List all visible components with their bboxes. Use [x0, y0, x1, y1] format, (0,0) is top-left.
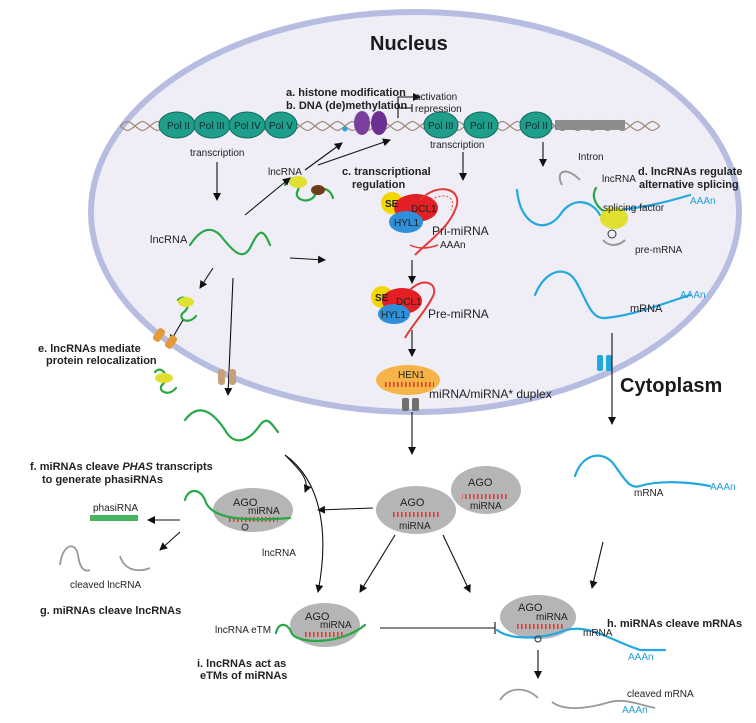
- ago-etm-complex: AGO miRNA: [274, 603, 367, 647]
- svg-text:AGO: AGO: [400, 497, 425, 509]
- pre-mirna-complex: SE DCL1 HYL1: [371, 281, 436, 339]
- label-splicing-1: d. lncRNAs regulate: [638, 166, 743, 178]
- svg-text:miRNA: miRNA: [470, 501, 502, 512]
- label-phasirna: phasiRNA: [93, 503, 138, 514]
- label-i-1: i. lncRNAs act as: [197, 658, 286, 670]
- label-repression: repression: [415, 104, 462, 115]
- polymerase-group-left: Pol II Pol III Pol IV Pol V: [158, 111, 298, 139]
- polymerase-mid-pol-iii: Pol III: [423, 111, 459, 139]
- label-aaan-pri: AAAn: [440, 240, 466, 251]
- polymerase-pol-ii: Pol II: [158, 111, 196, 139]
- label-pre-mrna: pre-mRNA: [635, 245, 683, 256]
- label-lncrna-splice: lncRNA: [602, 174, 636, 185]
- label-aaan-cyto: AAAn: [710, 482, 736, 493]
- mrna-nucleus-strand: [533, 270, 692, 320]
- svg-text:miRNA: miRNA: [248, 506, 280, 517]
- cleaved-mrna-strand: [499, 688, 656, 709]
- svg-text:Pol II: Pol II: [167, 121, 190, 132]
- label-aaan-splice: AAAn: [690, 196, 716, 207]
- label-g: g. miRNAs cleave lncRNAs: [40, 605, 181, 617]
- svg-text:HEN1: HEN1: [398, 370, 425, 381]
- label-relocalization-2: protein relocalization: [46, 355, 157, 367]
- label-lncrna-cyto: lncRNA: [262, 548, 296, 559]
- label-duplex: miRNA/miRNA* duplex: [429, 387, 552, 401]
- svg-text:Pol V: Pol V: [269, 121, 293, 132]
- svg-text:Pol III: Pol III: [428, 121, 454, 132]
- ago-phas-complex: AGO miRNA: [183, 488, 293, 532]
- label-lncrna-main: lncRNA: [150, 234, 188, 246]
- polymerase-pol-v: Pol V: [264, 111, 298, 139]
- label-i-2: eTMs of miRNAs: [200, 670, 287, 682]
- label-h: h. miRNAs cleave mRNAs: [607, 618, 742, 630]
- label-transcription-middle: transcription: [430, 140, 484, 151]
- label-dna-methylation: b. DNA (de)methylation: [286, 100, 407, 112]
- svg-text:DCL1: DCL1: [411, 204, 437, 215]
- label-lncrna-small: lncRNA: [268, 167, 302, 178]
- label-phas-2: to generate phasiRNAs: [42, 474, 163, 486]
- polymerase-pol-iii: Pol III: [193, 111, 231, 139]
- svg-text:SE: SE: [385, 199, 399, 210]
- label-mrna-nucleus: mRNA: [630, 303, 663, 315]
- polymerase-pol-iv: Pol IV: [228, 111, 266, 139]
- pri-mirna-complex: SE DCL1 HYL1: [381, 188, 459, 256]
- label-transcription-left: transcription: [190, 148, 244, 159]
- histone-marks: [342, 111, 387, 135]
- nucleus-heading: Nucleus: [370, 33, 448, 55]
- label-cleaved-mrna: cleaved mRNA: [627, 689, 694, 700]
- svg-text:Pol II: Pol II: [525, 121, 548, 132]
- label-histone: a. histone modification: [286, 87, 406, 99]
- ago-pair: AGO miRNA AGO miRNA: [376, 466, 521, 534]
- label-intron: Intron: [578, 152, 604, 163]
- cleaved-lncrna-strand: [59, 545, 151, 572]
- label-splicing-2: alternative splicing: [639, 179, 739, 191]
- label-pri-mirna: Pri-miRNA: [432, 224, 489, 238]
- hen1-duplex: HEN1: [376, 365, 440, 395]
- label-splicing-factor: splicing factor: [603, 203, 665, 214]
- lncrna-cyto-strand: [183, 409, 280, 442]
- svg-text:miRNA: miRNA: [320, 620, 352, 631]
- svg-text:SE: SE: [375, 293, 389, 304]
- svg-text:Pol IV: Pol IV: [234, 121, 261, 132]
- svg-text:AGO: AGO: [233, 497, 258, 509]
- svg-text:DCL1: DCL1: [396, 297, 422, 308]
- svg-text:HYL1: HYL1: [381, 310, 406, 321]
- label-aaan-h: AAAn: [628, 652, 654, 663]
- label-transcriptional-regulation-1: c. transcriptional: [342, 166, 431, 178]
- label-aaan-cleaved: AAAn: [622, 705, 648, 716]
- mrna-cyto-strand: [573, 454, 712, 488]
- label-aaan-nucleus: AAAn: [680, 290, 706, 301]
- cytoplasm-heading: Cytoplasm: [620, 375, 722, 397]
- label-cleaved-lncrna: cleaved lncRNA: [70, 580, 141, 591]
- gene-body: [555, 120, 625, 130]
- label-activation: activation: [415, 92, 457, 103]
- polymerase-mid-pol-ii: Pol II: [463, 111, 499, 139]
- label-transcriptional-regulation-2: regulation: [352, 179, 405, 191]
- svg-text:AGO: AGO: [305, 611, 330, 623]
- lncrna-main-strand: [188, 228, 272, 256]
- svg-text:AGO: AGO: [468, 477, 493, 489]
- label-mrna-cyto: mRNA: [634, 488, 664, 499]
- svg-text:HYL1: HYL1: [394, 218, 419, 229]
- label-lncrna-etm: lncRNA eTM: [215, 625, 271, 636]
- svg-text:Pol III: Pol III: [199, 121, 225, 132]
- label-pre-mirna: Pre-miRNA: [428, 307, 489, 321]
- svg-text:miRNA: miRNA: [536, 612, 568, 623]
- polymerase-group-middle: Pol III Pol II Pol II: [423, 111, 553, 139]
- label-phas-1: f. miRNAs cleave PHAS transcripts: [30, 461, 213, 473]
- ago-mrna-complex: AGO miRNA: [495, 595, 667, 652]
- polymerase-far-right-pol-ii: Pol II: [519, 111, 553, 139]
- label-mrna-h: mRNA: [583, 628, 613, 639]
- pre-mrna-strand: [515, 188, 692, 227]
- svg-text:miRNA: miRNA: [399, 521, 431, 532]
- label-relocalization-1: e. lncRNAs mediate: [38, 343, 141, 355]
- svg-text:Pol II: Pol II: [470, 121, 493, 132]
- phasirna-ladder: [90, 515, 138, 521]
- svg-text:AGO: AGO: [518, 602, 543, 614]
